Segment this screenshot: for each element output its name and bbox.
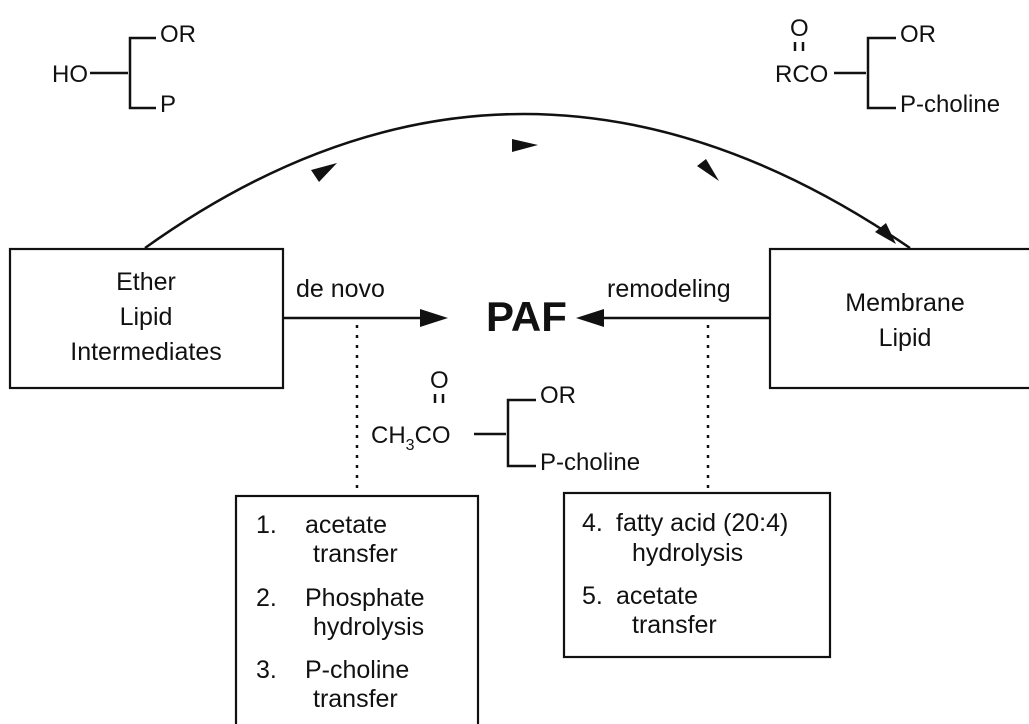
paf-ch3co-label: CH3CO [371, 422, 451, 454]
step-4-number: 4. [582, 509, 603, 537]
paf-subscript-3: 3 [406, 437, 415, 454]
membrane-lipid-or-label: OR [900, 21, 936, 48]
step-5-line-2: transfer [632, 611, 717, 639]
paf-or-label: OR [540, 382, 576, 409]
step-1-line-1: acetate [305, 511, 387, 539]
steps-box-right: 4. fatty acid (20:4) hydrolysis 5. aceta… [562, 491, 832, 659]
membrane-lipid-rco-label: RCO [775, 61, 828, 88]
step-3-line-1: P-choline [305, 656, 409, 684]
remodeling-arrowhead [576, 309, 604, 327]
ether-lipid-intermediates-box: Ether Lipid Intermediates [8, 247, 285, 390]
ether-box-line-3: Intermediates [70, 338, 221, 366]
paf-pcholine-label: P-choline [540, 449, 640, 476]
steps-box-left: 1. acetate transfer 2. Phosphate hydroly… [234, 494, 480, 724]
ether-box-line-1: Ether [116, 268, 176, 296]
step-5-number: 5. [582, 582, 603, 610]
step-4-line-2: hydrolysis [632, 539, 743, 567]
de-novo-arrowhead [420, 309, 448, 327]
ether-lipid-backbone [128, 36, 156, 110]
arc-arrowhead-upper-right [697, 159, 719, 181]
step-2-number: 2. [256, 584, 277, 612]
paf-backbone [506, 398, 536, 468]
paf-carbonyl-o: O [430, 367, 449, 394]
step-3-number: 3. [256, 656, 277, 684]
ether-lipid-ho-label: HO [52, 61, 88, 88]
step-4-line-1: fatty acid (20:4) [616, 509, 788, 537]
step-3-line-2: transfer [313, 685, 398, 713]
membrane-lipid-pcholine-label: P-choline [900, 91, 1000, 118]
de-novo-label: de novo [296, 275, 385, 303]
step-5-line-1: acetate [616, 582, 698, 610]
membrane-lipid-backbone [866, 36, 896, 110]
membrane-lipid-box: Membrane Lipid [768, 247, 1029, 390]
step-1-number: 1. [256, 511, 277, 539]
membrane-lipid-structure: O RCO OR P-choline [775, 15, 1000, 118]
ether-lipid-structure: HO OR P [52, 21, 196, 118]
paf-ch-label: CH [371, 422, 406, 449]
paf-title: PAF [486, 293, 567, 340]
arc-ether-to-membrane [144, 112, 911, 250]
remodeling-label: remodeling [607, 275, 731, 303]
membrane-lipid-carbonyl-o: O [790, 15, 809, 42]
paf-structure: O CH3CO OR P-choline [371, 367, 640, 476]
ether-lipid-or-label: OR [160, 21, 196, 48]
ether-lipid-p-label: P [160, 91, 176, 118]
arc-arrowhead-left [311, 163, 337, 182]
arc-arrowhead-lower-right [875, 223, 896, 244]
ether-box-line-2: Lipid [120, 303, 173, 331]
step-2-line-2: hydrolysis [313, 613, 424, 641]
step-1-line-2: transfer [313, 540, 398, 568]
membrane-box-line-1: Membrane [845, 289, 965, 317]
membrane-box-line-2: Lipid [879, 324, 932, 352]
step-2-line-1: Phosphate [305, 584, 425, 612]
paf-co-label: CO [415, 422, 451, 449]
arc-arrowhead-middle [512, 139, 538, 152]
